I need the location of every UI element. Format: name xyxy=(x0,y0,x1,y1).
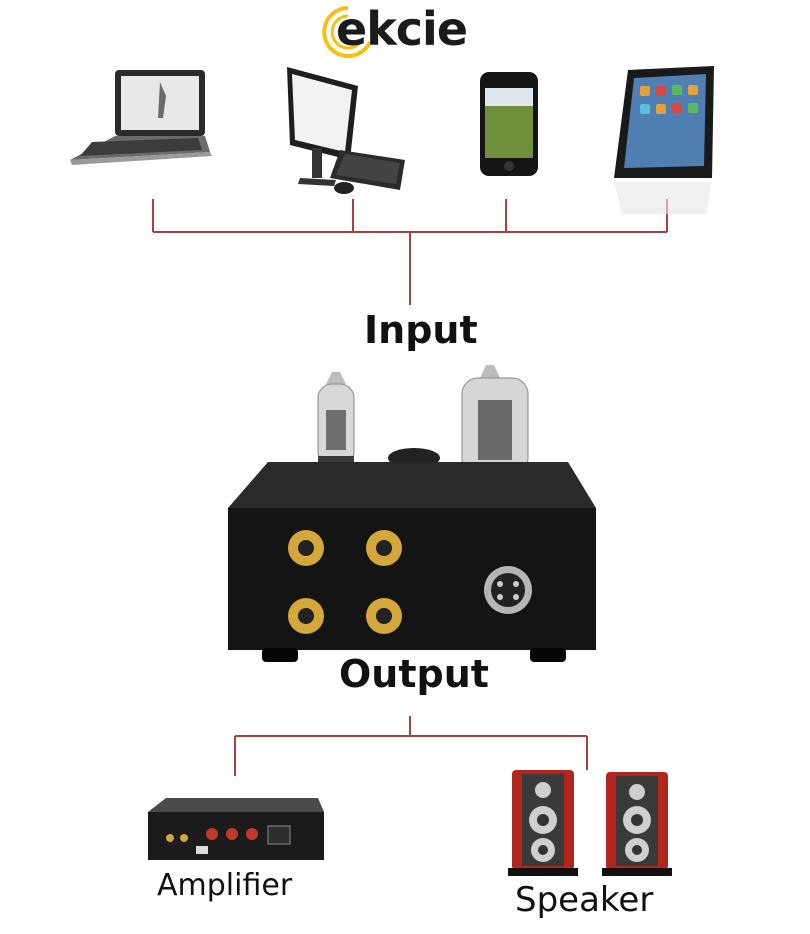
rca-jack-icon xyxy=(366,598,402,634)
speaker-icon xyxy=(602,772,672,876)
speaker-icon xyxy=(508,770,578,876)
input-label: Input xyxy=(364,308,478,352)
logo-text: ekcie xyxy=(336,2,468,56)
rca-jack-icon xyxy=(366,530,402,566)
tablet-icon xyxy=(614,66,714,214)
amplifier-icon xyxy=(148,798,324,860)
output-connector-lines xyxy=(234,716,588,776)
desktop-computer-icon xyxy=(287,67,405,194)
brand-logo: ekcie xyxy=(316,0,516,60)
amplifier-label: Amplifier xyxy=(157,868,293,903)
tube-preamp-icon xyxy=(228,365,596,662)
logo-ring-icon xyxy=(322,6,372,58)
laptop-icon xyxy=(70,70,212,165)
rca-jack-icon xyxy=(288,530,324,566)
output-label: Output xyxy=(339,652,489,696)
vacuum-tube-icon xyxy=(317,372,355,472)
rca-jack-icon xyxy=(288,598,324,634)
smartphone-icon xyxy=(480,72,538,176)
speaker-label: Speaker xyxy=(515,880,654,920)
input-connector-lines xyxy=(152,199,668,305)
power-connector-icon xyxy=(484,566,532,614)
